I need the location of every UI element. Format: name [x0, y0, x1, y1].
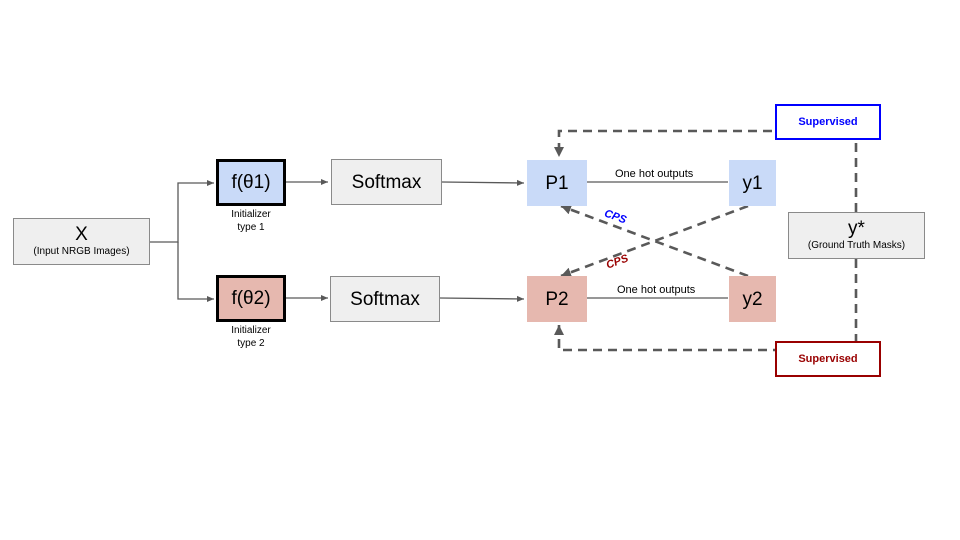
edge-x-fork-lower	[177, 242, 214, 302]
one-hot-label-top: One hot outputs	[615, 168, 694, 180]
p1-title: P1	[545, 172, 569, 194]
one-hot-label-bottom: One hot outputs	[617, 284, 696, 296]
input-x-subtitle: (Input NRGB Images)	[33, 246, 130, 258]
supervised-box-top: Supervised	[775, 104, 881, 140]
edge-softmax1-p1	[441, 179, 525, 186]
p2-title: P2	[545, 288, 569, 310]
softmax2-title: Softmax	[350, 288, 420, 310]
edge-x-fork	[150, 180, 214, 243]
edge-supervised-bottom	[554, 259, 858, 352]
input-x-node: X (Input NRGB Images)	[13, 218, 150, 265]
edge-cps-y1-p2	[560, 204, 749, 278]
softmax1-title: Softmax	[351, 171, 422, 193]
ground-truth-node: y* (Ground Truth Masks)	[788, 212, 925, 259]
y2-node: y2	[729, 276, 776, 322]
y1-title: y1	[742, 172, 763, 194]
edge-cps-y2-p1	[560, 204, 749, 278]
model-f2-caption: Initializer type 2	[231, 325, 271, 349]
softmax1-node: Softmax	[331, 159, 442, 205]
y1-node: y1	[729, 160, 776, 206]
input-x-title: X	[75, 224, 88, 246]
y2-title: y2	[742, 288, 763, 310]
model-f2-node: f(θ2)	[216, 275, 286, 322]
p2-node: P2	[527, 276, 587, 322]
ground-truth-subtitle: (Ground Truth Masks)	[807, 240, 906, 252]
model-f1-title: f(θ1)	[231, 172, 271, 193]
supervised-box-bottom: Supervised	[775, 341, 881, 377]
edge-softmax2-p2	[439, 295, 525, 302]
model-f1-caption: Initializer type 1	[231, 209, 271, 233]
p1-node: P1	[527, 160, 587, 206]
ground-truth-title: y*	[848, 218, 865, 240]
model-f2-title: f(θ2)	[231, 288, 271, 309]
model-f1-node: f(θ1)	[216, 159, 286, 206]
edge-supervised-top	[554, 129, 858, 212]
softmax2-node: Softmax	[330, 276, 440, 322]
